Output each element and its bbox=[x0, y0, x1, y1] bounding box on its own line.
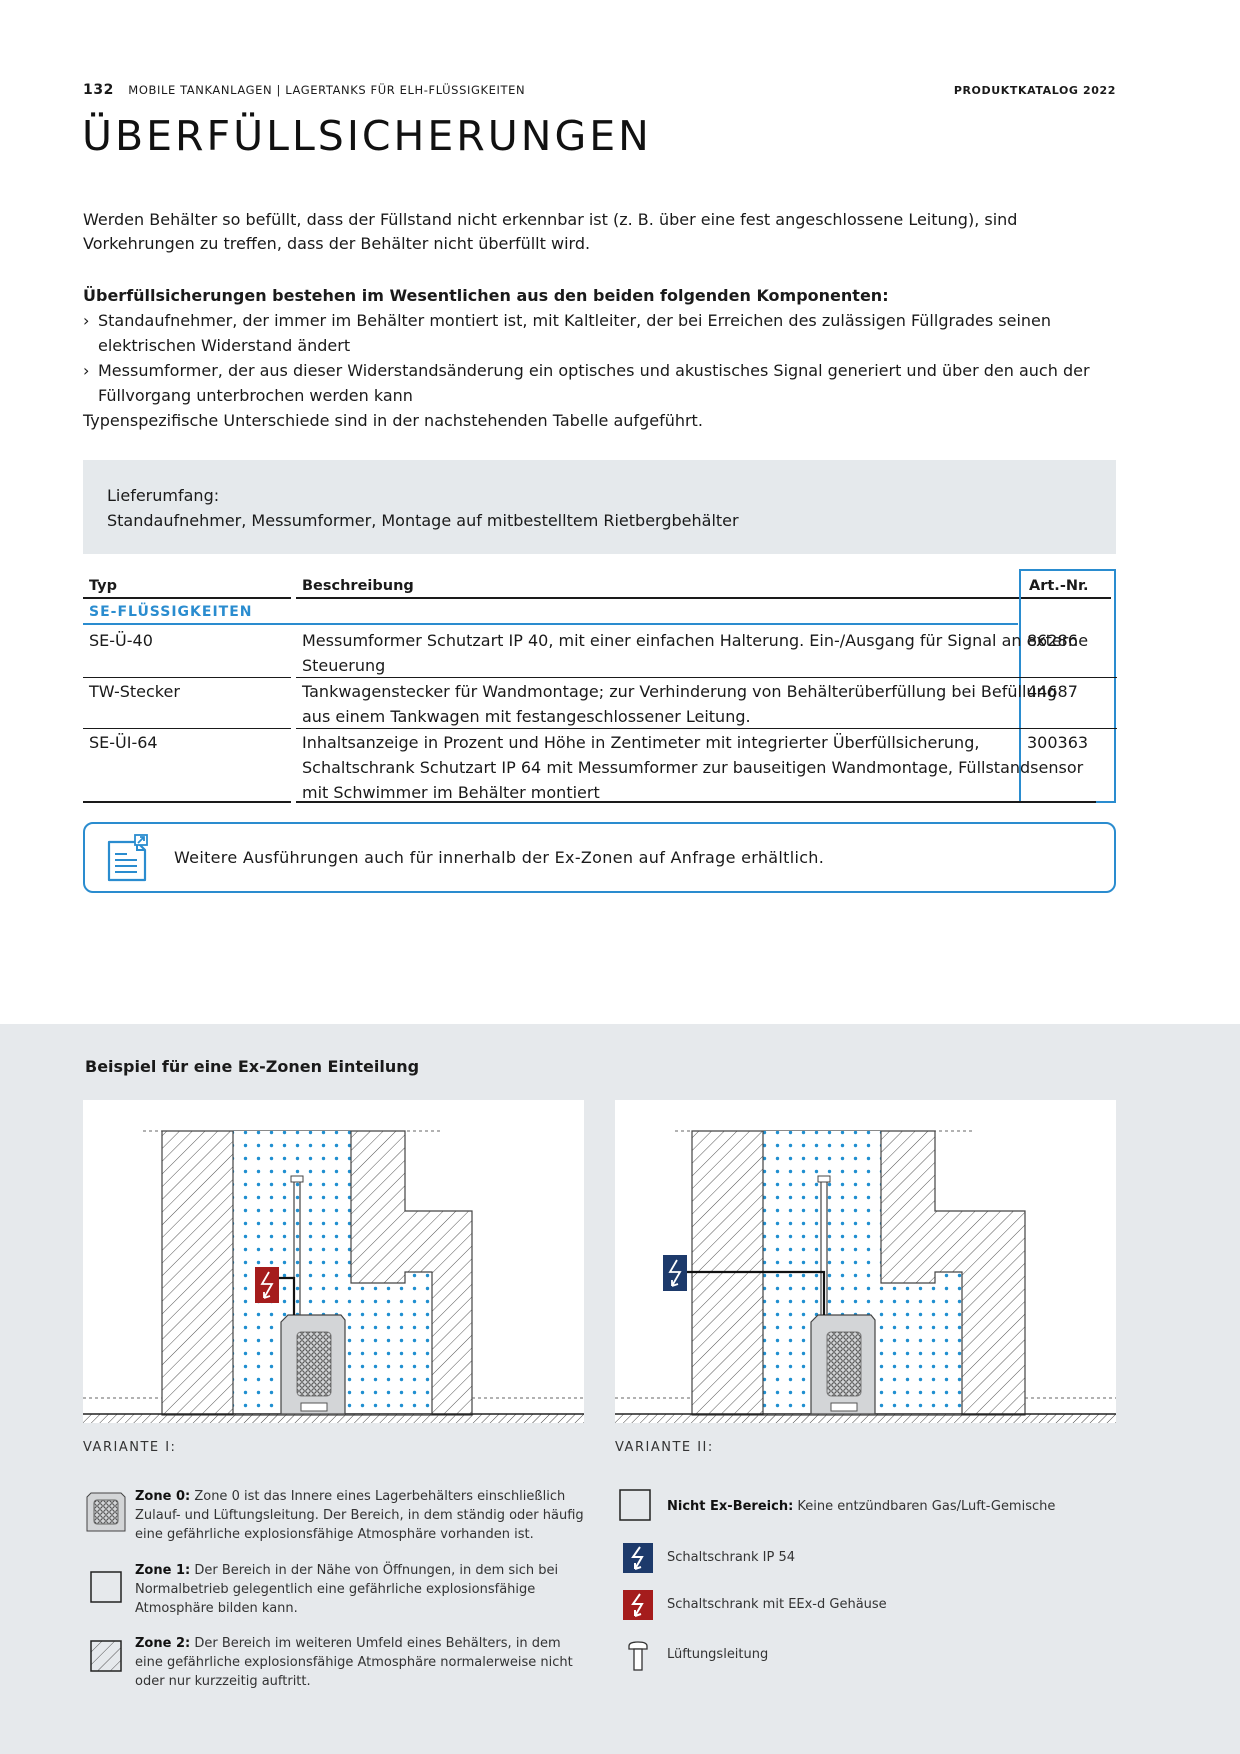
legend-eexd: Schaltschrank mit EEx-d Gehäuse bbox=[667, 1597, 887, 1612]
components-footer: Typenspezifische Unterschiede sind in de… bbox=[83, 411, 703, 430]
legend-zone-2-label: Zone 2: bbox=[135, 1636, 191, 1651]
table-section-label: SE-FLÜSSIGKEITEN bbox=[83, 604, 1018, 625]
cell-art: 86286 bbox=[1021, 628, 1117, 678]
zone-0-icon bbox=[86, 1492, 126, 1532]
cell-beschreibung: Messumformer Schutzart IP 40, mit einer … bbox=[296, 628, 1096, 678]
legend-zone-1: Zone 1: Der Bereich in der Nähe von Öffn… bbox=[135, 1561, 590, 1618]
note-text: Weitere Ausführungen auch für innerhalb … bbox=[174, 848, 825, 867]
example-title: Beispiel für eine Ex-Zonen Einteilung bbox=[85, 1057, 420, 1076]
scope-text: Standaufnehmer, Messumformer, Montage au… bbox=[107, 511, 739, 530]
header-catalog: PRODUKTKATALOG 2022 bbox=[953, 84, 1116, 97]
table-row: SE-Ü-40 Messumformer Schutzart IP 40, mi… bbox=[83, 628, 1117, 678]
non-ex-icon bbox=[619, 1489, 651, 1521]
variant-1-label: VARIANTE I: bbox=[83, 1440, 177, 1455]
intro-paragraph: Werden Behälter so befüllt, dass der Fül… bbox=[83, 210, 1018, 253]
zone-2-icon bbox=[90, 1640, 122, 1672]
page-number: 132 bbox=[83, 82, 115, 98]
zone-diagram-variant-2 bbox=[615, 1100, 1116, 1423]
legend-zone-2-text: Der Bereich im weiteren Umfeld eines Beh… bbox=[135, 1636, 573, 1689]
ip54-icon bbox=[623, 1543, 653, 1573]
bullet-marker: › bbox=[83, 361, 90, 380]
components-block: Überfüllsicherungen bestehen im Wesentli… bbox=[83, 283, 1123, 433]
zone-diagram-svg bbox=[615, 1130, 1116, 1423]
cell-typ: TW-Stecker bbox=[83, 679, 291, 729]
document-icon bbox=[107, 834, 148, 882]
cell-typ: SE-Ü-40 bbox=[83, 628, 291, 678]
legend-non-ex: Nicht Ex-Bereich: Keine entzündbaren Gas… bbox=[667, 1497, 1097, 1516]
legend-zone-0: Zone 0: Zone 0 ist das Innere eines Lage… bbox=[135, 1487, 590, 1544]
table-row: TW-Stecker Tankwagenstecker für Wandmont… bbox=[83, 679, 1117, 729]
legend-vent: Lüftungsleitung bbox=[667, 1647, 769, 1662]
component-item-text: Standaufnehmer, der immer im Behälter mo… bbox=[98, 311, 1052, 355]
page-title: ÜBERFÜLLSICHERUNGEN bbox=[82, 112, 652, 160]
header-beschreibung: Beschreibung bbox=[296, 569, 1096, 599]
cell-beschreibung: Inhaltsanzeige in Prozent und Höhe in Ze… bbox=[296, 730, 1096, 803]
component-item-text: Messumformer, der aus dieser Widerstands… bbox=[98, 361, 1090, 405]
variant-2-label: VARIANTE II: bbox=[615, 1440, 714, 1455]
legend-zone-0-text: Zone 0 ist das Innere eines Lagerbehälte… bbox=[135, 1489, 584, 1542]
legend-non-ex-text: Keine entzündbaren Gas/Luft-Gemische bbox=[793, 1499, 1056, 1514]
zone-diagram-svg bbox=[83, 1130, 584, 1423]
zone-diagram-variant-1 bbox=[83, 1100, 584, 1423]
legend-zone-0-label: Zone 0: bbox=[135, 1489, 191, 1504]
cell-art: 44687 bbox=[1021, 679, 1117, 729]
legend-zone-2: Zone 2: Der Bereich im weiteren Umfeld e… bbox=[135, 1634, 590, 1691]
page-header: 132 MOBILE TANKANLAGEN | LAGERTANKS FÜR … bbox=[83, 82, 1116, 102]
info-note: Weitere Ausführungen auch für innerhalb … bbox=[83, 822, 1116, 893]
table-row: SE-ÜI-64 Inhaltsanzeige in Prozent und H… bbox=[83, 730, 1116, 803]
scope-box: Lieferumfang: Standaufnehmer, Messumform… bbox=[83, 460, 1116, 554]
legend-non-ex-label: Nicht Ex-Bereich: bbox=[667, 1499, 794, 1514]
components-lead: Überfüllsicherungen bestehen im Wesentli… bbox=[83, 286, 889, 305]
eexd-icon bbox=[623, 1590, 653, 1620]
header-section: MOBILE TANKANLAGEN | LAGERTANKS FÜR ELH-… bbox=[128, 83, 526, 97]
legend-zone-1-label: Zone 1: bbox=[135, 1563, 191, 1578]
component-item: › Standaufnehmer, der immer im Behälter … bbox=[83, 308, 1123, 358]
header-typ: Typ bbox=[83, 569, 291, 599]
cell-beschreibung: Tankwagenstecker für Wandmontage; zur Ve… bbox=[296, 679, 1096, 729]
table-header: Typ Beschreibung Art.-Nr. bbox=[83, 569, 1116, 599]
header-art: Art.-Nr. bbox=[1023, 569, 1111, 599]
header-left: 132 MOBILE TANKANLAGEN | LAGERTANKS FÜR … bbox=[83, 82, 525, 98]
scope-label: Lieferumfang: bbox=[107, 486, 220, 505]
legend-zone-1-text: Der Bereich in der Nähe von Öffnungen, i… bbox=[135, 1563, 559, 1616]
component-item: › Messumformer, der aus dieser Widerstan… bbox=[83, 358, 1123, 408]
bullet-marker: › bbox=[83, 311, 90, 330]
zone-1-icon bbox=[90, 1571, 122, 1603]
cell-art: 300363 bbox=[1027, 733, 1089, 752]
vent-pipe-icon bbox=[628, 1641, 648, 1671]
cell-typ: SE-ÜI-64 bbox=[83, 730, 291, 803]
legend-ip54: Schaltschrank IP 54 bbox=[667, 1550, 796, 1565]
